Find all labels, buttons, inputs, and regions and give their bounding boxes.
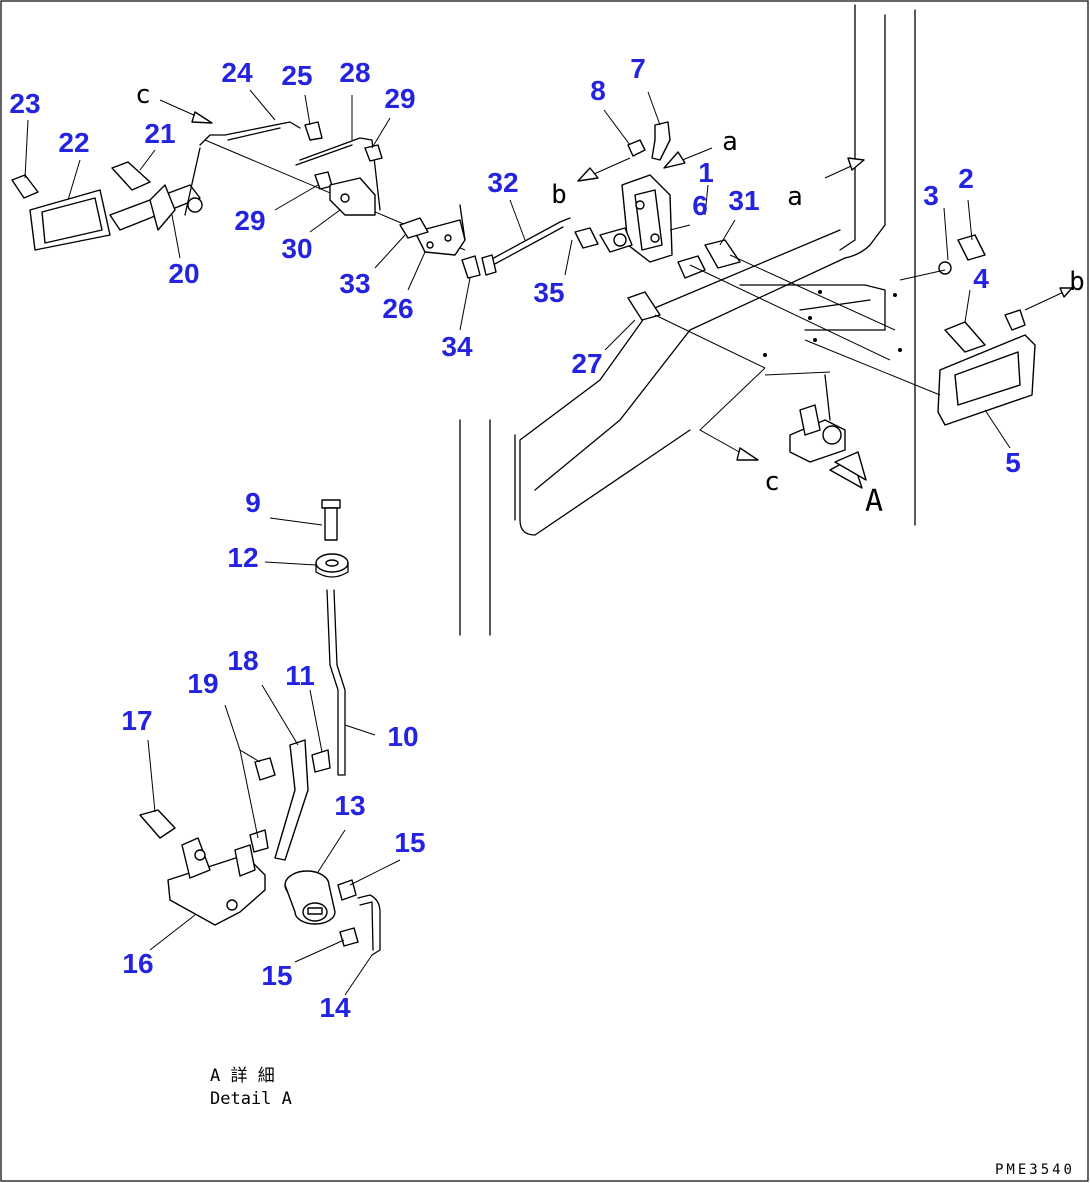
callout-9: 9 [245,487,261,518]
callout-24: 24 [221,57,253,88]
callout-27: 27 [571,348,602,379]
callout-2: 2 [958,163,974,194]
detail-a-assembly [139,499,381,956]
callout-10: 10 [387,721,418,752]
callout-32: 32 [487,167,518,198]
callout-29-upper: 29 [384,83,415,114]
callout-29-lower: 29 [234,205,265,236]
inner-lever-linkage [11,121,466,256]
connector-a-left: a [722,127,738,157]
callout-21: 21 [144,118,175,149]
callout-20: 20 [168,258,199,289]
callout-3: 3 [923,180,939,211]
door-structure [459,4,916,636]
rod-linkage [461,217,599,279]
latch-assembly [599,121,896,369]
connector-arrows [159,99,1073,461]
callout-14: 14 [319,992,351,1023]
callout-15-upper: 15 [394,827,425,858]
callout-35: 35 [533,277,564,308]
callout-17: 17 [121,705,152,736]
connector-a-right: a [787,182,803,212]
callout-30: 30 [281,233,312,264]
callout-25: 25 [281,60,312,91]
leader-lines [24,89,1011,996]
detail-caption-en: Detail A [210,1089,292,1109]
callout-4: 4 [973,263,989,294]
callout-18: 18 [227,645,258,676]
callout-15-lower: 15 [261,960,292,991]
callout-numbers: 1 2 3 4 5 6 7 8 9 10 11 12 13 14 15 15 1… [9,53,1020,1023]
callout-1: 1 [698,157,714,188]
lower-lock [764,371,867,489]
callout-23: 23 [9,88,40,119]
view-a-label: A [865,484,883,519]
connector-letters: a a b b c c A [135,80,1085,519]
callout-13: 13 [334,790,365,821]
callout-26: 26 [382,293,413,324]
callout-28: 28 [339,57,370,88]
callout-31: 31 [728,185,759,216]
callout-12: 12 [227,542,258,573]
connector-b-left: b [551,180,567,210]
callout-33: 33 [339,268,370,299]
connector-c-lower: c [764,467,780,497]
outer-handle [804,234,1036,426]
callout-6: 6 [692,190,708,221]
callout-5: 5 [1005,447,1021,478]
callout-7: 7 [630,53,646,84]
callout-22: 22 [58,127,89,158]
callout-16: 16 [122,948,153,979]
callout-11: 11 [285,660,315,691]
drawing-code: PME3540 [995,1162,1075,1178]
callout-8: 8 [590,75,606,106]
callout-19: 19 [187,668,218,699]
connector-c-upper: c [135,80,151,110]
callout-34: 34 [441,331,473,362]
connector-b-right: b [1069,267,1085,297]
detail-caption-jp: A 詳 細 [210,1066,275,1086]
